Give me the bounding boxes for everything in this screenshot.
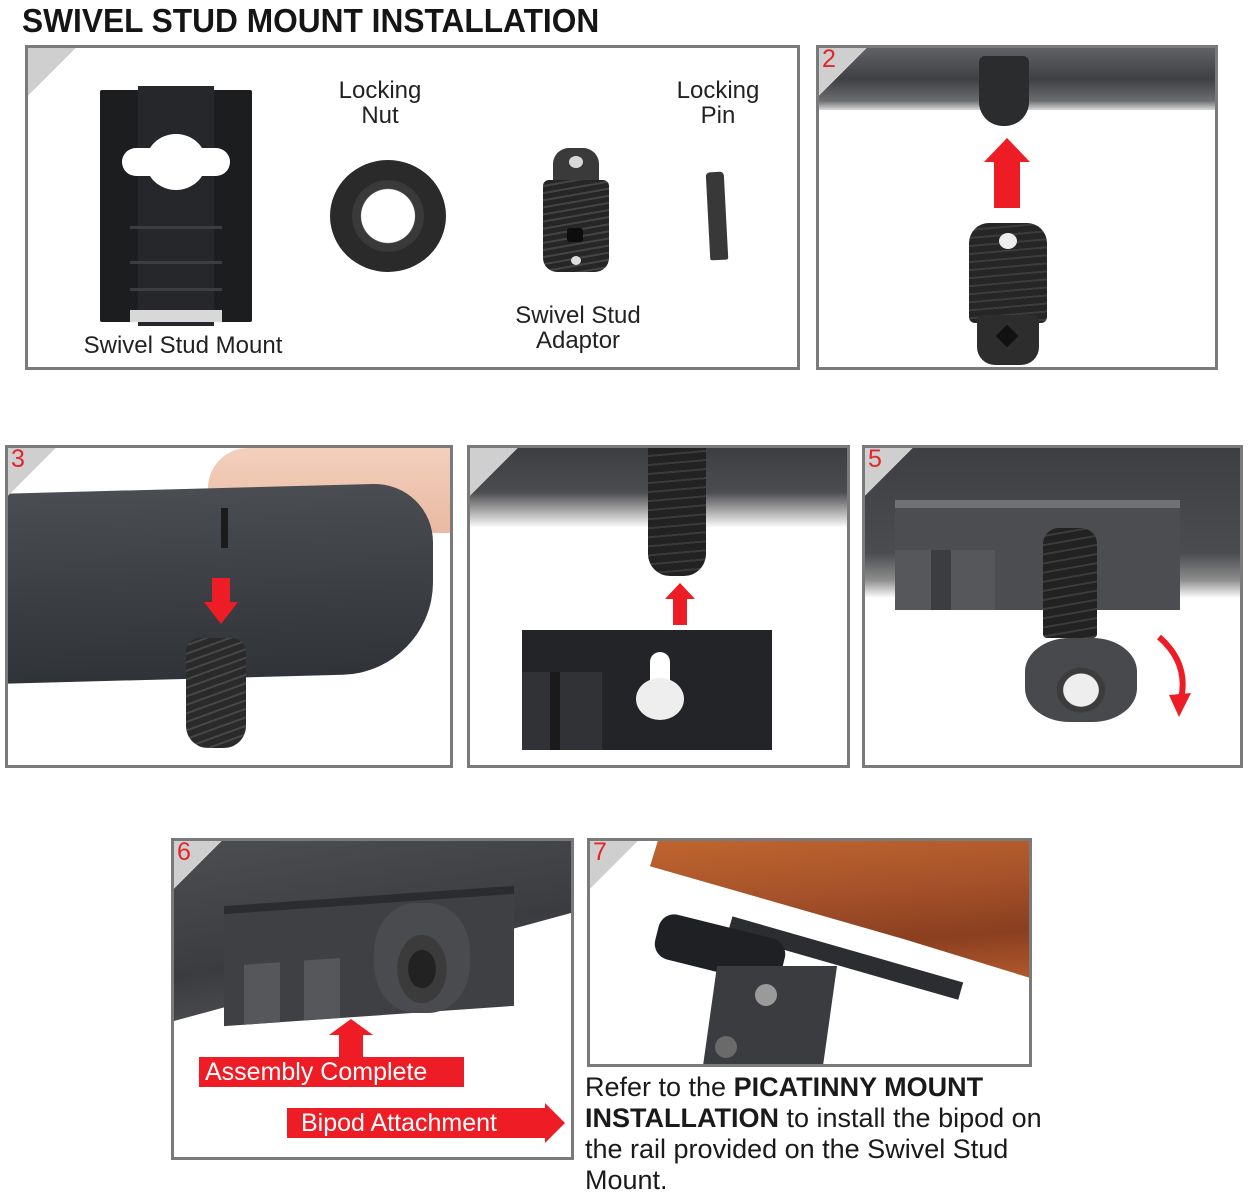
step-number: 7 [593,838,607,866]
panel-step-3: 3 [5,445,453,768]
swivel-stud-mount-image [522,630,772,750]
panel-parts: Swivel Stud Mount Locking Nut Swivel Stu… [25,45,800,370]
installed-adaptor-image [648,448,706,576]
part-label-locking-nut: Locking Nut [338,77,422,129]
panel-step-5: 5 [862,445,1243,768]
part-label-swivel-stud-adaptor: Swivel Stud Adaptor [515,302,641,354]
step-number: 6 [177,838,191,866]
swivel-stud-mount-image [895,500,1180,610]
picatinny-link-text: PICATINNY MOUNT INSTALLATION [585,1072,984,1133]
panel-step-7: 7 [587,838,1032,1067]
step-number: 5 [868,445,882,473]
swivel-stud-adaptor-image [1043,528,1097,638]
locking-nut-image [330,160,446,272]
step-number: 3 [11,445,25,473]
panel-step-2: 2 [816,45,1218,370]
swivel-stud-adaptor-image [543,148,609,272]
swivel-stud-adaptor-image [969,223,1047,365]
rotate-arrow-icon [1155,633,1195,723]
corner-triangle [470,448,518,496]
arrow-down-icon [204,578,238,624]
locking-pin-image [705,171,729,261]
swivel-stud-adaptor-image [186,638,246,748]
locking-nut-image [1025,638,1137,722]
corner-triangle [819,48,867,96]
arrow-up-icon [329,1019,373,1059]
panel-step-4 [467,445,850,768]
assembly-complete-banner: Assembly Complete [199,1057,464,1087]
corner-triangle [865,448,913,496]
arrow-up-icon [665,583,695,625]
corner-triangle [28,48,76,96]
locking-nut-image [374,903,470,1013]
panel-step-6: 6 Assembly Complete Bipod Attachment [171,838,574,1160]
bipod-attachment-banner: Bipod Attachment [287,1103,571,1143]
installed-stud-image [979,56,1029,126]
part-label-locking-pin: Locking Pin [676,77,760,129]
reference-note: Refer to the PICATINNY MOUNT INSTALLATIO… [585,1072,1042,1195]
corner-triangle [174,841,222,889]
part-label-swivel-stud-mount: Swivel Stud Mount [83,332,283,359]
step-number: 2 [822,45,836,73]
locking-pin-image [221,508,228,548]
bipod-clamp-image [651,910,855,1064]
page-title: SWIVEL STUD MOUNT INSTALLATION [22,2,600,39]
arrow-up-icon [984,138,1030,208]
corner-triangle [8,448,56,496]
swivel-stud-mount-image [224,885,514,1027]
corner-triangle [590,841,638,889]
swivel-stud-mount-image [100,86,252,326]
